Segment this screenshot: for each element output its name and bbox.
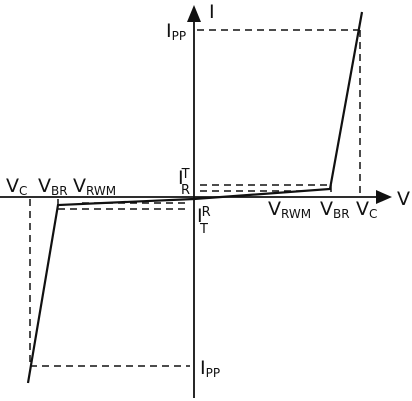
ir-bottom-label: IR [197,205,211,227]
iv-curve [26,11,364,384]
vc-left-sub: C [19,184,27,198]
it-top-main: I [178,167,184,189]
ipp-top-main: I [166,20,172,42]
vc-right-sub: C [369,207,377,221]
vbr-left-sub: BR [51,184,68,198]
vbr-right-main: V [320,198,333,220]
it-top-label: IT [178,167,190,189]
y-axis-label: I [209,1,215,23]
vc-right-label: VC [356,198,377,221]
vbr-right-sub: BR [333,207,350,221]
x-axis-label: V [397,188,410,210]
ir-bottom-sub: R [202,205,211,220]
it-top-sub: T [181,167,190,182]
x-axis-arrowhead [376,190,392,204]
ir-top-label: R [181,183,190,198]
vc-left-main: V [6,175,19,197]
y-axis-arrowhead [187,5,201,22]
vrwm-left-label: VRWM [73,175,116,198]
vbr-right-label: VBR [320,198,350,221]
vrwm-left-main: V [73,175,86,197]
vbr-left-label: VBR [38,175,68,198]
ipp-bottom-main: I [200,357,206,379]
it-bottom-label: T [199,222,208,237]
ipp-bottom-label: IPP [200,357,220,380]
vc-left-label: VC [6,175,27,198]
ir-bottom-main: I [197,205,203,227]
vrwm-right-label: VRWM [268,198,311,221]
vrwm-right-main: V [268,198,281,220]
vrwm-right-sub: RWM [281,207,311,221]
vc-right-main: V [356,198,369,220]
ipp-bottom-sub: PP [206,366,220,380]
vbr-left-main: V [38,175,51,197]
vrwm-left-sub: RWM [86,184,116,198]
ipp-top-label: IPP [166,20,186,43]
ipp-top-sub: PP [172,29,186,43]
